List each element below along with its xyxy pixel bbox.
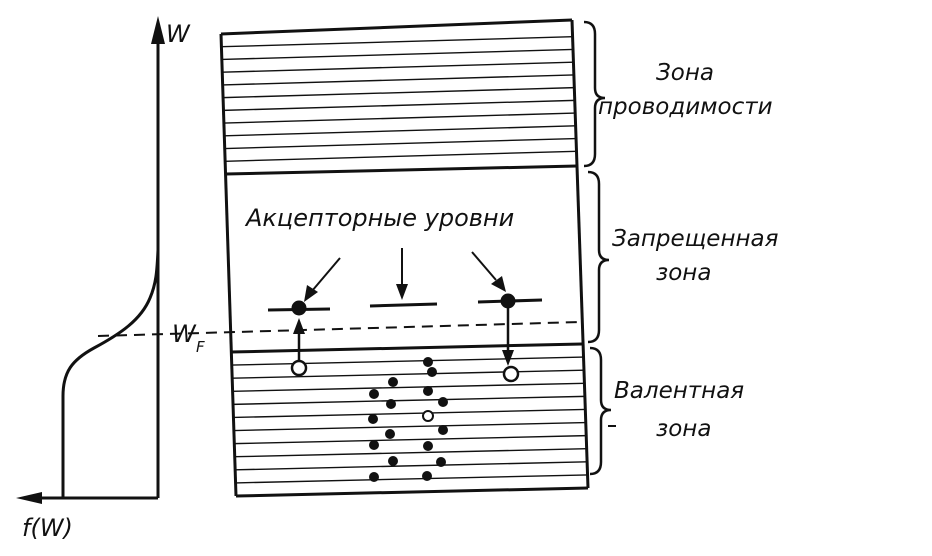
svg-text:Валентная: Валентная bbox=[614, 378, 744, 404]
acceptor-levels-label: Акцепторные уровни bbox=[244, 204, 514, 232]
pointer-arrow-3-icon bbox=[491, 276, 506, 292]
conduction-band-name: Зона проводимости bbox=[598, 60, 773, 120]
hatch-line bbox=[232, 369, 584, 379]
svg-text:проводимости: проводимости bbox=[598, 94, 773, 120]
hole-2 bbox=[502, 365, 520, 383]
hatch-line bbox=[233, 421, 586, 432]
hatch-line bbox=[225, 150, 577, 162]
valence-band-edge bbox=[230, 342, 583, 354]
band-box bbox=[219, 18, 590, 498]
captured-electron-1 bbox=[291, 300, 307, 316]
captured-electron-2 bbox=[500, 293, 516, 309]
hatch-line bbox=[223, 86, 575, 99]
hatch-line bbox=[224, 125, 576, 137]
forbidden-band-name: Запрещенная зона bbox=[612, 226, 779, 286]
pointer-arrow-1-icon bbox=[304, 285, 318, 302]
hatch-line bbox=[224, 137, 577, 150]
electron-transitions bbox=[290, 293, 520, 383]
hole-1 bbox=[290, 359, 308, 377]
fermi-level-label: W F bbox=[172, 320, 205, 356]
band-braces bbox=[583, 20, 612, 476]
valence-band-hatching bbox=[231, 356, 588, 484]
conduction-brace bbox=[583, 20, 606, 168]
pointer-arrow-2-icon bbox=[396, 284, 408, 300]
svg-text:зона: зона bbox=[656, 260, 711, 286]
f-axis-label: f(W) bbox=[22, 514, 73, 542]
fermi-distribution-curve bbox=[61, 249, 160, 498]
hatch-line bbox=[232, 382, 585, 392]
fermi-level-subscript: F bbox=[196, 338, 205, 356]
hatch-line bbox=[223, 99, 575, 112]
fermi-level-main: W bbox=[172, 320, 197, 348]
hatch-line bbox=[234, 434, 587, 445]
valence-brace bbox=[589, 346, 612, 476]
hatch-line bbox=[235, 461, 588, 471]
valence-electrons bbox=[368, 357, 448, 482]
hatch-line bbox=[231, 356, 584, 366]
svg-text:зона: зона bbox=[656, 416, 711, 442]
hatch-line bbox=[222, 74, 574, 86]
w-axis-arrow-icon bbox=[151, 16, 165, 44]
hatch-line bbox=[235, 474, 588, 484]
hatch-line bbox=[222, 61, 574, 73]
acceptor-pointer-arrows bbox=[304, 248, 506, 302]
valence-band-name: Валентная зона bbox=[614, 378, 744, 442]
hatch-line bbox=[221, 48, 574, 61]
w-axis-label: W bbox=[166, 20, 191, 48]
hatch-line bbox=[223, 112, 576, 124]
fermi-level-line bbox=[97, 321, 581, 337]
hatch-line bbox=[234, 448, 587, 458]
svg-text:Запрещенная: Запрещенная bbox=[612, 226, 779, 252]
hatch-line bbox=[233, 395, 585, 406]
forbidden-brace bbox=[587, 170, 610, 344]
transition-arrow-2-icon bbox=[502, 350, 514, 366]
distribution-axes bbox=[16, 16, 165, 504]
transition-arrow-1-icon bbox=[293, 318, 305, 334]
f-axis-arrow-icon bbox=[16, 492, 42, 504]
svg-text:Зона: Зона bbox=[656, 60, 714, 86]
conduction-band-hatching bbox=[221, 36, 577, 162]
hatch-line bbox=[221, 36, 573, 48]
conduction-band-edge bbox=[225, 164, 578, 176]
hatch-line bbox=[233, 408, 586, 419]
acceptor-level-2 bbox=[369, 302, 438, 308]
